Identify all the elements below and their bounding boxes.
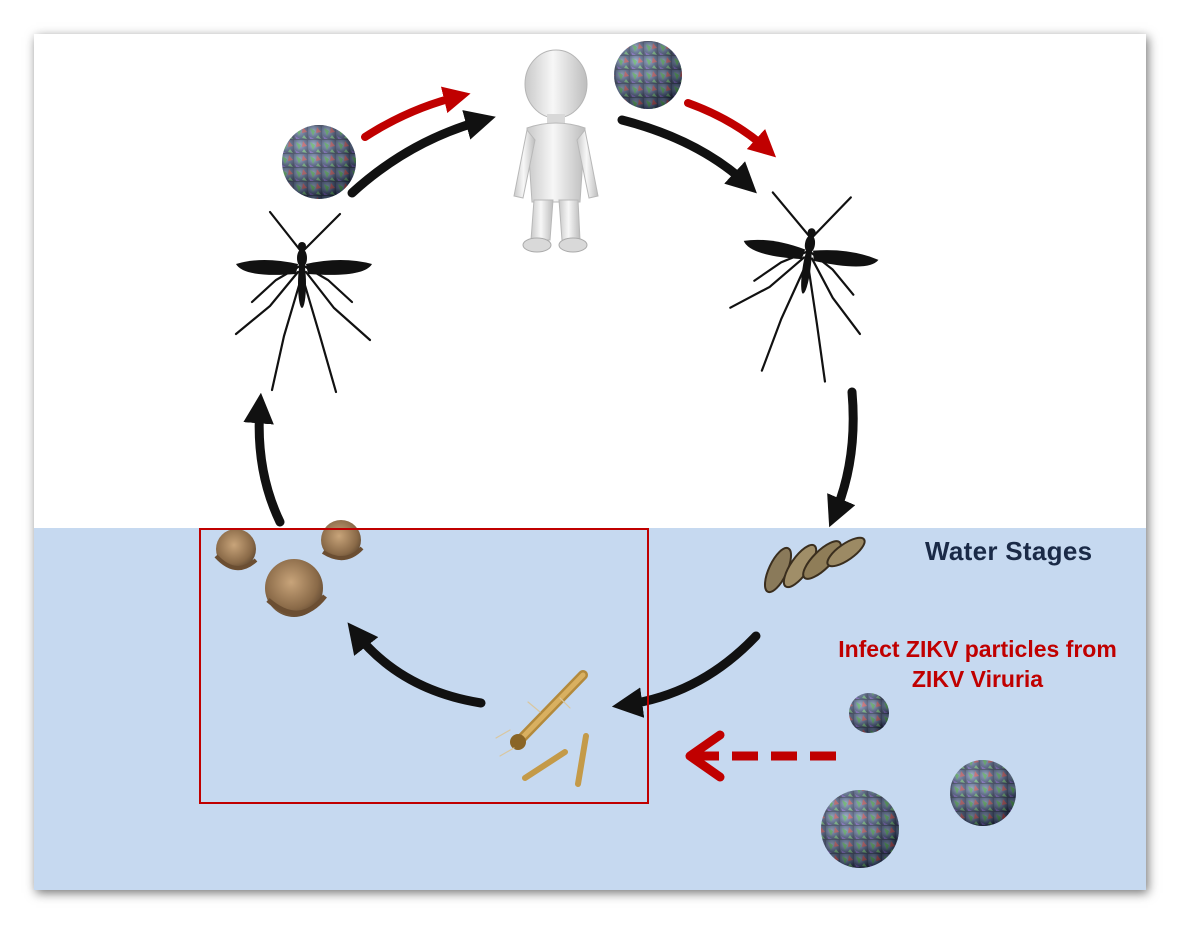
zika-virus-particle-icon (821, 790, 899, 868)
zika-virus-particle-icon (282, 125, 356, 199)
zika-virus-particle-icon (950, 760, 1016, 826)
viruria-infection-caption: Infect ZIKV particles from ZIKV Viruria (790, 634, 1165, 694)
transmission-arrows (361, 86, 777, 158)
viruria-infection-arrow (685, 730, 836, 782)
arrow-eggs-to-larvae (611, 631, 761, 718)
mosquito-pupae-icon (214, 520, 364, 617)
caption-line-1: Infect ZIKV particles from (838, 636, 1117, 662)
red-arrow-virus-to-mosquito (684, 99, 777, 158)
zika-virus-particle-icon (849, 693, 889, 733)
red-arrow-virus-to-human (361, 86, 471, 141)
water-stages-label: Water Stages (925, 536, 1093, 566)
human-figure-icon (513, 49, 599, 253)
aquatic-stages-highlight-box (199, 528, 649, 804)
arrow-mosquito-to-human (347, 110, 496, 198)
zika-virus-particle-icon (614, 41, 682, 109)
adult-mosquito-icon (234, 210, 372, 394)
caption-line-2: ZIKV Viruria (911, 666, 1044, 692)
arrow-human-to-mosquito (617, 115, 757, 194)
adult-mosquito-icon (729, 191, 879, 383)
cycle-arrows (243, 110, 858, 718)
arrow-pupae-to-mosquito (243, 392, 285, 527)
mosquito-eggs-icon (763, 536, 866, 594)
mosquito-larvae-icon (495, 670, 589, 787)
water-stages-region (34, 528, 1146, 890)
arrow-mosquito-to-eggs (827, 387, 858, 528)
arrow-larvae-to-pupae (347, 622, 486, 708)
